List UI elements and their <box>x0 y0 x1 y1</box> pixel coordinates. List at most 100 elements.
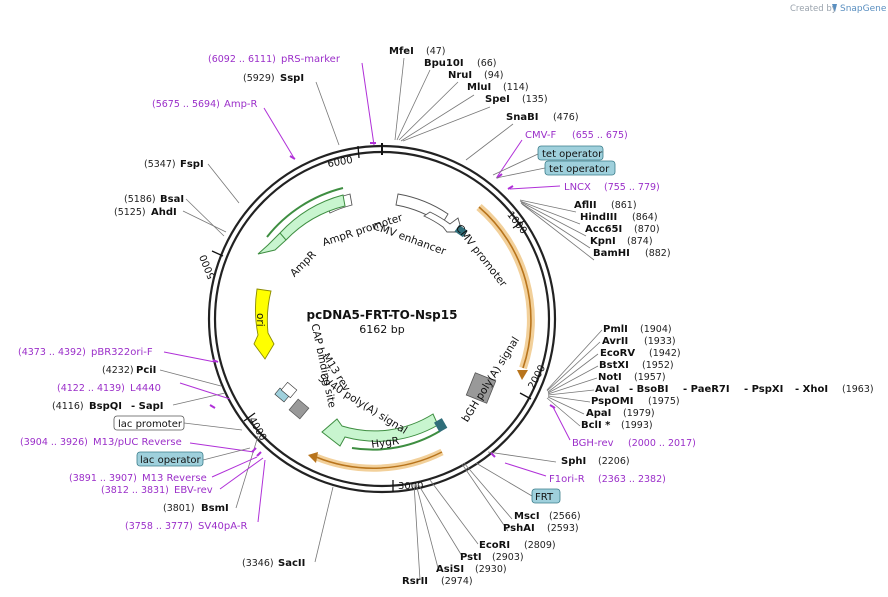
enzyme-BsoBI: - BsoBI <box>629 384 668 395</box>
primer-L4440-name: L4440 <box>130 383 161 394</box>
primer-BGHrev-range: (2000 .. 2017) <box>628 438 696 449</box>
plasmid-name: pcDNA5-FRT-TO-Nsp15 <box>307 308 458 322</box>
enzyme-SpeI: SpeI <box>485 94 510 105</box>
primer-LNCX-name: LNCX <box>564 182 591 193</box>
enzyme-Acc65I-pos: (870) <box>634 224 660 235</box>
enzyme-SspI-pos: (5929) <box>243 73 275 84</box>
tick-label-3000: 3000 <box>398 481 423 492</box>
primer-pBR322-name: pBR322ori-F <box>91 347 153 358</box>
enzyme-NotI-pos: (1957) <box>634 372 666 383</box>
enzyme-RsrII-pos: (2974) <box>441 576 473 587</box>
frt-block <box>434 418 448 433</box>
primer-LNCX-range: (755 .. 779) <box>604 182 660 193</box>
enzyme-EcoRI-pos: (2809) <box>524 540 556 551</box>
enzyme-SphI: SphI <box>561 456 586 467</box>
enzyme-KpnI-pos: (874) <box>627 236 653 247</box>
enzyme-MfeI-pos: (47) <box>426 46 446 57</box>
sv40-polya-block <box>288 398 310 420</box>
ori-arrow <box>253 288 275 360</box>
tick-4000 <box>243 412 256 422</box>
primer-M13Rev-range: (3891 .. 3907) <box>69 473 137 484</box>
ampr-label: AmpR <box>288 249 319 280</box>
enzyme-SpeI-pos: (135) <box>522 94 548 105</box>
enzyme-AflII-pos: (861) <box>611 200 637 211</box>
enzyme-PciI-pos: (4232) <box>102 365 134 376</box>
enzyme-EcoRI: EcoRI <box>479 540 510 551</box>
enzyme-FspI: FspI <box>180 159 204 170</box>
enzyme-AvrII: AvrII <box>602 336 628 347</box>
enzyme-BsmI-pos: (3801) <box>163 503 195 514</box>
enzyme-BspQI-pos: (4116) <box>52 401 84 412</box>
hygr-arrow <box>321 413 439 447</box>
frt-leader <box>475 462 533 497</box>
primer-pBR322-range: (4373 .. 4392) <box>18 347 86 358</box>
nsp15-orf-arrowhead <box>517 370 528 380</box>
hygr-orange-arc <box>315 451 443 469</box>
tick-6000 <box>357 145 360 159</box>
hygr-orf-line <box>351 430 441 451</box>
enzyme-BstXI: BstXI <box>599 360 629 371</box>
enzyme-PshAI: PshAI <box>503 523 535 534</box>
credit-prefix: Created by <box>790 4 837 14</box>
bgh-polya-label: bGH poly(A) signal <box>460 335 522 424</box>
enzyme-FspI-pos: (5347) <box>144 159 176 170</box>
enzyme-HindIII-pos: (864) <box>632 212 658 223</box>
lac-promoter-box <box>113 415 185 431</box>
tick-label-6000: 6000 <box>327 155 354 170</box>
primer-F1oriR-name: F1ori-R <box>549 474 585 485</box>
enzyme-XhoI-pos: (1963) <box>842 384 874 395</box>
lac-operator-label: lac operator <box>140 455 201 466</box>
enzyme-AsiSI-pos: (2930) <box>475 564 507 575</box>
enzyme-BsmI: BsmI <box>201 503 229 514</box>
primer-AmpR-range: (5675 .. 5694) <box>152 99 220 110</box>
primer-M13pUC-name: M13/pUC Reverse <box>93 437 182 448</box>
enzyme-PmlI: PmlI <box>603 324 628 335</box>
primer-CMVF-range: (655 .. 675) <box>572 130 628 141</box>
enzyme-MscI: MscI <box>514 511 540 522</box>
enzyme-NruI: NruI <box>448 70 472 81</box>
enzyme-BsaI: BsaI <box>160 194 184 205</box>
tick-2000 <box>519 392 532 400</box>
primer-leaders <box>163 62 571 523</box>
tetop1-leader <box>492 153 539 176</box>
enzyme-SacII-pos: (3346) <box>242 558 274 569</box>
plasmid-length: 6162 bp <box>359 323 404 336</box>
primer-SV40pA-name: SV40pA-R <box>198 521 247 532</box>
primer-EBVrev-name: EBV-rev <box>174 485 213 496</box>
enzyme-SnaBI-pos: (476) <box>553 112 579 123</box>
enzyme-leaders <box>159 57 603 581</box>
enzyme-MfeI: MfeI <box>389 46 414 57</box>
primer-BGHrev-name: BGH-rev <box>572 438 614 449</box>
lacprom-leader <box>183 422 243 431</box>
enzyme-ApaI: ApaI <box>586 408 611 419</box>
bgh-polya-block <box>465 372 497 404</box>
enzyme-NotI: NotI <box>598 372 622 383</box>
lac-promoter-label: lac promoter <box>118 419 183 430</box>
enzyme-AflII: AflII <box>574 200 597 211</box>
enzyme-MluI: MluI <box>467 82 491 93</box>
primer-F1oriR-range: (2363 .. 2382) <box>598 474 666 485</box>
enzyme-EcoRV: EcoRV <box>600 348 635 359</box>
enzyme-PstI-pos: (2903) <box>492 552 524 563</box>
enzyme-HindIII: HindIII <box>580 212 617 223</box>
enzyme-PciI: PciI <box>136 365 156 376</box>
enzyme-PspOMI-pos: (1975) <box>648 396 680 407</box>
enzyme-SspI: SspI <box>280 73 304 84</box>
tet-operator-box-1 <box>537 145 604 161</box>
enzyme-RsrII: RsrII <box>402 576 428 587</box>
frt-box <box>531 488 561 504</box>
enzyme-SacII: SacII <box>278 558 305 569</box>
tick-label-5000: 5000 <box>198 253 218 281</box>
primer-M13Rev-name: M13 Reverse <box>142 473 207 484</box>
enzyme-PaeR7I: - PaeR7I <box>683 384 730 395</box>
enzyme-PmlI-pos: (1904) <box>640 324 672 335</box>
enzyme-Acc65I: Acc65I <box>585 224 622 235</box>
primer-SV40pA-range: (3758 .. 3777) <box>125 521 193 532</box>
primer-CMVF-name: CMV-F <box>525 130 556 141</box>
enzyme-BclI-pos: (1993) <box>621 420 653 431</box>
enzyme-MluI-pos: (114) <box>503 82 529 93</box>
enzyme-PstI: PstI <box>460 552 482 563</box>
enzyme-PshAI-pos: (2593) <box>547 523 579 534</box>
enzyme-KpnI: KpnI <box>590 236 616 247</box>
